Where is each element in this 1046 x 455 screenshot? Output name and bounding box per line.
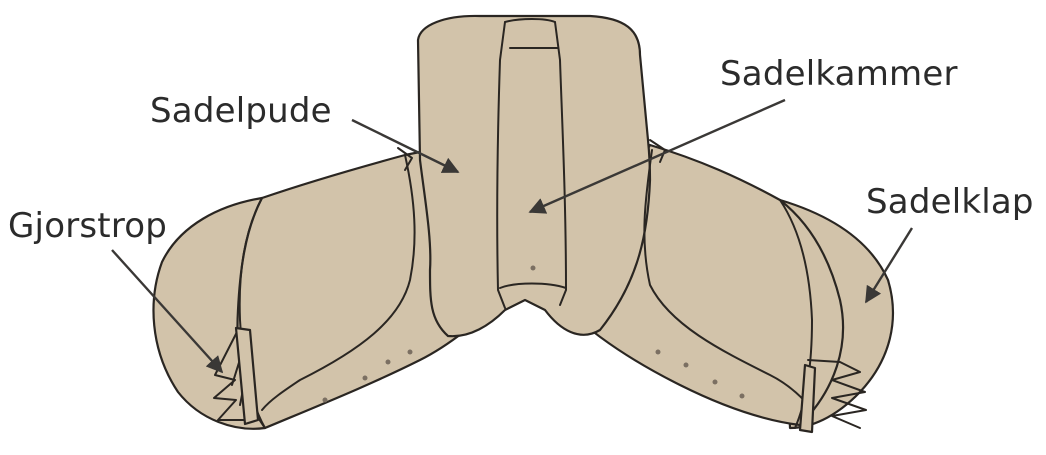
label-gjorstrop: Gjorstrop — [8, 206, 167, 246]
label-sadelpude: Sadelpude — [150, 91, 332, 131]
label-sadelkammer: Sadelkammer — [720, 54, 958, 94]
saddle-pommel — [418, 16, 650, 336]
label-sadelklap: Sadelklap — [866, 182, 1034, 222]
